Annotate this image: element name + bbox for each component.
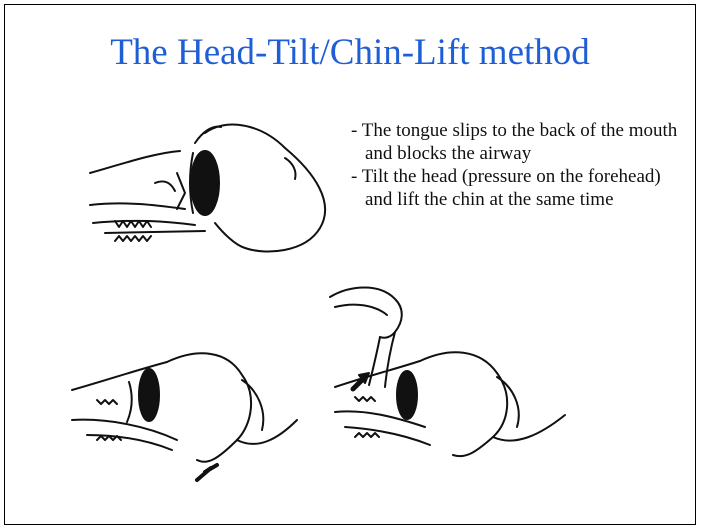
bullet-item-tongue: - The tongue slips to the back of the mo… — [351, 119, 691, 165]
bullet-item-tilt: - Tilt the head (pressure on the forehea… — [351, 165, 691, 211]
slide-title: The Head-Tilt/Chin-Lift method — [5, 31, 695, 74]
head-tilt-illustration — [67, 340, 307, 490]
bullet-list: - The tongue slips to the back of the mo… — [351, 119, 691, 211]
chin-lift-illustration — [325, 277, 585, 487]
slide: The Head-Tilt/Chin-Lift method - The ton… — [4, 4, 696, 525]
airway-blocked-illustration — [85, 113, 345, 263]
